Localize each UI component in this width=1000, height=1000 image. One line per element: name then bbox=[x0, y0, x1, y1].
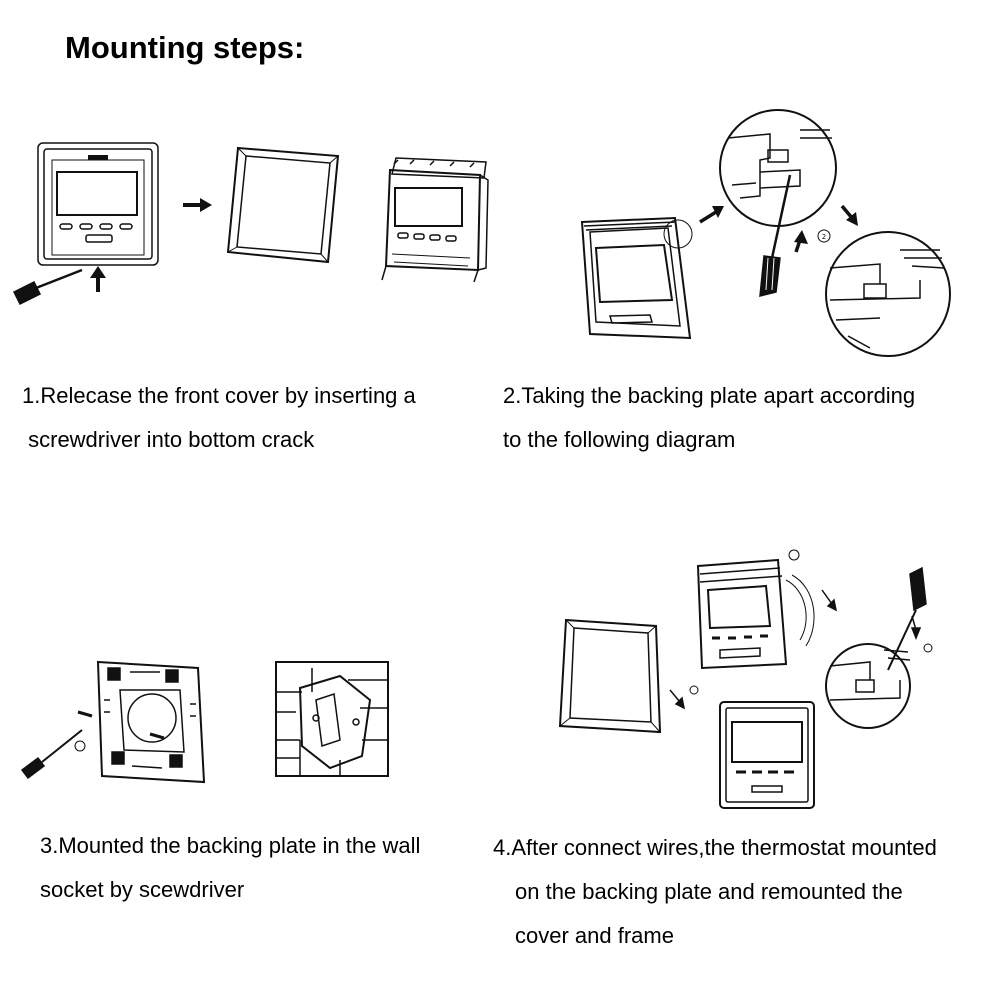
screws bbox=[78, 712, 164, 738]
step-number-marker: 2 bbox=[818, 230, 830, 242]
zoom-detail-latch-open bbox=[826, 232, 950, 356]
front-frame bbox=[228, 148, 338, 262]
backing-plate bbox=[98, 662, 204, 782]
front-frame bbox=[560, 620, 698, 732]
step2-figure: 2 bbox=[560, 100, 960, 370]
step1-figure bbox=[0, 130, 500, 330]
step-4-caption-line-3: cover and frame bbox=[515, 923, 674, 948]
zoom-detail-latch-closed bbox=[720, 110, 836, 226]
screwdriver-icon bbox=[760, 175, 790, 296]
screwdriver-icon bbox=[22, 730, 82, 778]
step-3-caption-line-2: socket by scewdriver bbox=[40, 877, 245, 902]
step-1-caption: 1.Relecase the front cover by inserting … bbox=[22, 374, 416, 462]
assembled-thermostat bbox=[720, 702, 814, 808]
step-4-caption: 4.After connect wires,the thermostat mou… bbox=[493, 826, 937, 958]
step-2-caption-line-1: 2.Taking the backing plate apart accordi… bbox=[503, 383, 916, 408]
step-1-caption-line-2: screwdriver into bottom crack bbox=[22, 427, 315, 452]
thermostat-front-view bbox=[38, 143, 158, 265]
thermostat-body-angled bbox=[698, 550, 814, 668]
wall-socket-box bbox=[276, 662, 388, 776]
page-title: Mounting steps: bbox=[65, 30, 305, 65]
screwdriver-icon bbox=[14, 270, 82, 304]
zoom-detail-latch bbox=[826, 644, 910, 728]
arrow-icons bbox=[670, 590, 920, 708]
thermostat-body bbox=[382, 158, 488, 282]
step-3-caption-line-1: 3.Mounted the backing plate in the wall bbox=[40, 833, 421, 858]
arrow-icons bbox=[700, 206, 858, 252]
step4-figure bbox=[548, 545, 988, 815]
step-2-caption: 2.Taking the backing plate apart accordi… bbox=[503, 374, 915, 462]
arrow-up-icon bbox=[90, 266, 106, 292]
step-3-caption: 3.Mounted the backing plate in the wall … bbox=[40, 824, 420, 912]
step-1-caption-line-1: 1.Relecase the front cover by inserting … bbox=[22, 383, 416, 408]
step-4-caption-line-1: 4.After connect wires,the thermostat mou… bbox=[493, 835, 937, 860]
step3-figure bbox=[15, 650, 395, 790]
step-4-caption-line-2: on the backing plate and remounted the bbox=[515, 879, 903, 904]
step-2-caption-line-2: to the following diagram bbox=[503, 427, 736, 452]
screwdriver-icon bbox=[888, 568, 926, 670]
thermostat-angled bbox=[582, 218, 692, 338]
arrow-right-icon bbox=[183, 198, 212, 212]
svg-text:2: 2 bbox=[822, 233, 826, 241]
